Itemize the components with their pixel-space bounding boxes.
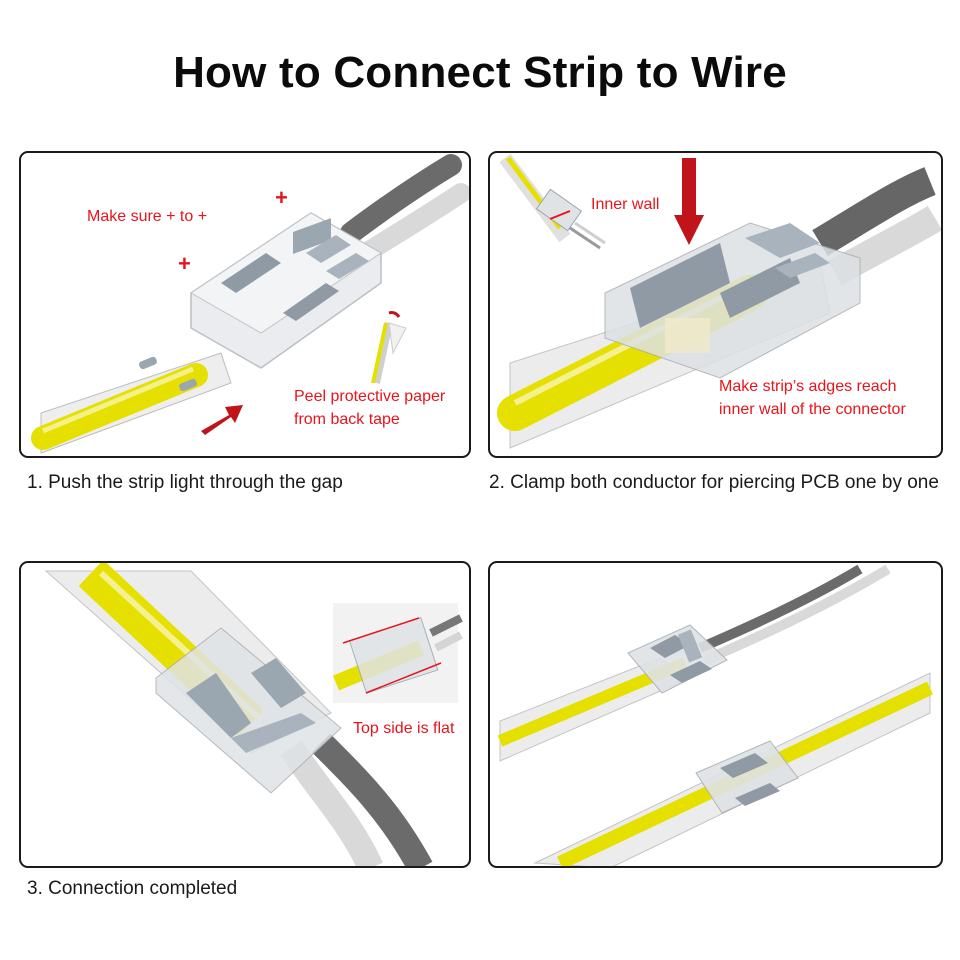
- plus-sign-strip: +: [178, 251, 191, 276]
- dark-wire: [698, 564, 863, 653]
- step3-illustration-panel: Top side is flat: [19, 561, 471, 868]
- step2-illustration: [497, 153, 941, 449]
- strip-edges-note-line2: inner wall of the connector: [719, 401, 906, 418]
- step2-illustration-panel: Inner wall Make strip’s adges reach inne…: [488, 151, 943, 458]
- clamp-arrow-icon: [674, 158, 704, 245]
- light-wire: [703, 564, 891, 665]
- connector: [190, 212, 382, 369]
- page-title: How to Connect Strip to Wire: [173, 48, 787, 97]
- step4-illustration-panel: [488, 561, 943, 868]
- step4-illustration: [497, 564, 933, 866]
- plus-sign-connector: +: [275, 185, 288, 210]
- step3-caption: 3. Connection completed: [27, 878, 238, 899]
- push-arrow-icon: [201, 405, 243, 435]
- peel-note-line2: from back tape: [294, 411, 400, 428]
- top-side-flat-label: Top side is flat: [353, 720, 455, 737]
- step3-illustration: [44, 563, 463, 866]
- connector: [155, 627, 342, 794]
- inner-wall-inset: [499, 153, 606, 250]
- step1-illustration: [31, 154, 469, 454]
- led-strip: [31, 352, 232, 454]
- dark-wire: [340, 154, 462, 244]
- dark-wire: [812, 167, 936, 256]
- connector: [604, 222, 861, 379]
- step1-caption: 1. Push the strip light through the gap: [27, 472, 343, 493]
- step1-illustration-panel: Make sure + to + + + Peel protective pap…: [19, 151, 471, 458]
- step2-caption: 2. Clamp both conductor for piercing PCB…: [489, 472, 939, 493]
- peel-note-line1: Peel protective paper: [294, 388, 446, 405]
- peel-arrow-icon: [388, 311, 401, 318]
- lower-connector: [695, 740, 799, 814]
- upper-connector: [627, 624, 728, 694]
- light-wire: [356, 183, 469, 263]
- strip-edges-note-line1: Make strip’s adges reach: [719, 378, 897, 395]
- inner-wall-label: Inner wall: [591, 196, 660, 213]
- dark-wire: [311, 733, 433, 866]
- peel-strip-detail: [371, 311, 407, 384]
- top-side-flat-inset: [332, 603, 463, 703]
- polarity-note: Make sure + to +: [87, 208, 208, 225]
